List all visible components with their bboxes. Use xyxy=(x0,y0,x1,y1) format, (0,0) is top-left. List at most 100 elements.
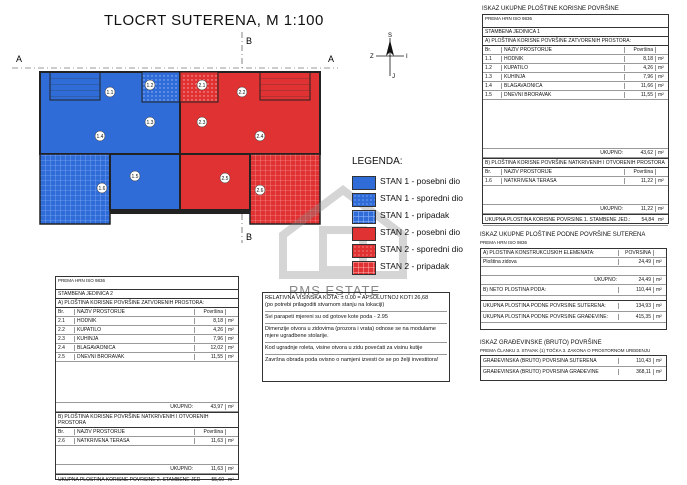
unit: m² xyxy=(656,259,662,265)
legend-swatch xyxy=(352,244,376,258)
row-number: 2.3 xyxy=(56,336,75,342)
unit: m² xyxy=(658,217,664,223)
unit2-area-sheet: PREMA HRN ISO 9836 STAMBENA JEDINICA 2 A… xyxy=(55,276,239,483)
subtotal-value: 43,62 xyxy=(625,150,656,156)
room-label: 1.1 xyxy=(107,90,114,96)
gross-building-row: GRAĐEVINSKA (BRUTO) POVRŠINA GRAĐEVINE 3… xyxy=(481,367,666,377)
note-line: Svi parapeti mjereni su od gotove kote p… xyxy=(265,311,447,321)
legend-item: STAN 2 - sporedni dio xyxy=(352,244,502,258)
unit: m² xyxy=(228,345,234,351)
unit: m² xyxy=(658,74,664,80)
unit-name: STAMBENA JEDINICA 2 xyxy=(56,289,238,299)
grand-total: UKUPNA PLOŠTINA KORISNE POVRŠINE 1. STAM… xyxy=(483,214,668,226)
walls-label: Ploština zidova xyxy=(481,259,619,265)
legend-title: LEGENDA: xyxy=(352,156,403,167)
room-label: 2.6 xyxy=(257,188,264,194)
unit: m² xyxy=(656,369,662,375)
subtotal-a: UKUPNO: 43,97 m² xyxy=(56,403,238,412)
unit: m² xyxy=(228,466,234,472)
room-area: 11,55 xyxy=(625,92,656,98)
legend-label: STAN 2 - sporedni dio xyxy=(380,244,463,254)
legend-swatch xyxy=(352,193,376,207)
section-a-left: A xyxy=(16,54,22,64)
note-line: (po potrebi prilagoditi stvarnom stanju … xyxy=(265,302,385,308)
room-name: DNEVNI BRORAVAK xyxy=(75,354,195,360)
construction-header: A) PLOŠTINA KONSTRUKCIJSKIH ELEMENATA: P… xyxy=(481,249,666,258)
room-name: NATKRIVENA TERASA xyxy=(502,178,625,184)
legend-item: STAN 1 - posebni dio xyxy=(352,176,502,190)
unit: m² xyxy=(658,92,664,98)
subtotal-row: UKUPNO: 24,49 m² xyxy=(481,276,666,285)
room-area: 4,26 xyxy=(195,327,226,333)
unit: m² xyxy=(658,150,664,156)
subtotal-value: 11,63 xyxy=(195,466,226,472)
room-label: 1.2 xyxy=(147,83,154,89)
unit: m² xyxy=(656,277,662,283)
section-a-title: A) PLOŠTINA KORISNE POVRŠINE ZATVORENIH … xyxy=(56,299,238,308)
watermark-text: RMS ESTATE xyxy=(289,283,381,298)
standard-ref: PREMA HRN ISO 9836 xyxy=(480,240,528,245)
col-area: Površina xyxy=(195,429,226,435)
row-number: 1.3 xyxy=(483,74,502,80)
walls-row: Ploština zidova 24,49 m² xyxy=(481,258,666,267)
col-name: NAZIV PROSTORIJE xyxy=(502,169,625,175)
building-total-row: UKUPNA PLOŠTINA PODNE POVRŠINE GRAĐEVINE… xyxy=(481,312,666,323)
total-value: 55,60 xyxy=(211,477,224,483)
compass-north: S xyxy=(388,33,392,39)
legend-item: STAN 1 - pripadak xyxy=(352,210,502,224)
subtotal-label: UKUPNO: xyxy=(600,150,623,156)
room-label: 1.3 xyxy=(147,120,154,126)
net-row: B) NETO PLOŠTINA PODA: 110,44 m² xyxy=(481,285,666,296)
row-number: 2.5 xyxy=(56,354,75,360)
legend-swatch xyxy=(352,210,376,224)
room-label: 2.2 xyxy=(239,90,246,96)
subtotal-b: UKUPNO: 11,63 m² xyxy=(56,465,238,474)
unit: m² xyxy=(658,83,664,89)
unit1-area-sheet: PREMA HRN ISO 9836 STAMBENA JEDINICA 1 A… xyxy=(482,14,669,226)
col-area: POVRŠINA xyxy=(619,250,654,256)
room-area: 8,18 xyxy=(195,318,226,324)
legend-item: STAN 2 - pripadak xyxy=(352,261,502,275)
room-area: 7,96 xyxy=(195,336,226,342)
room-area: 8,18 xyxy=(625,56,656,62)
legend-label: STAN 1 - posebni dio xyxy=(380,176,461,186)
unit: m² xyxy=(658,206,664,212)
table-header: Br. NAZIV PROSTORIJE Površina xyxy=(56,308,238,317)
col-name: NAZIV PROSTORIJE xyxy=(75,309,195,315)
section-a-right: A xyxy=(328,54,334,64)
basement-total-value: 134,93 xyxy=(619,303,654,309)
legend-item: STAN 2 - posebni dio xyxy=(352,227,502,241)
col-name: NAZIV PROSTORIJE xyxy=(75,429,195,435)
unit: m² xyxy=(658,65,664,71)
room-area: 11,66 xyxy=(625,83,656,89)
table-header: Br. NAZIV PROSTORIJE Površina xyxy=(56,428,238,437)
law-ref: PREMA ČLANKU 3. STAVAK (1) TOČKA 3. ZAKO… xyxy=(480,348,651,353)
col-no: Br. xyxy=(483,47,502,53)
unit: m² xyxy=(228,477,234,483)
col-area: Površina xyxy=(625,47,656,53)
section-b-title: B) PLOŠTINA KORISNE POVRŠINE NATKRIVENIH… xyxy=(56,412,238,428)
unit: m² xyxy=(656,358,662,364)
col-area: Površina xyxy=(195,309,226,315)
row-number: 1.4 xyxy=(483,83,502,89)
unit: m² xyxy=(228,404,234,410)
note-line: Završna obrada poda ovisno o namjeni izv… xyxy=(265,354,447,364)
walls-value: 24,49 xyxy=(619,259,654,265)
subtotal-label: UKUPNO: xyxy=(594,277,617,283)
unit: m² xyxy=(228,318,234,324)
row-number: 2.4 xyxy=(56,345,75,351)
table2-heading: ISKAZ UKUPNE PLOŠTINE PODNE POVRŠINE SUT… xyxy=(480,232,646,238)
room-name: NATKRIVENA TERASA xyxy=(75,438,195,444)
building-total-value: 415,35 xyxy=(619,314,654,320)
net-label: B) NETO PLOŠTINA PODA: xyxy=(481,287,619,293)
